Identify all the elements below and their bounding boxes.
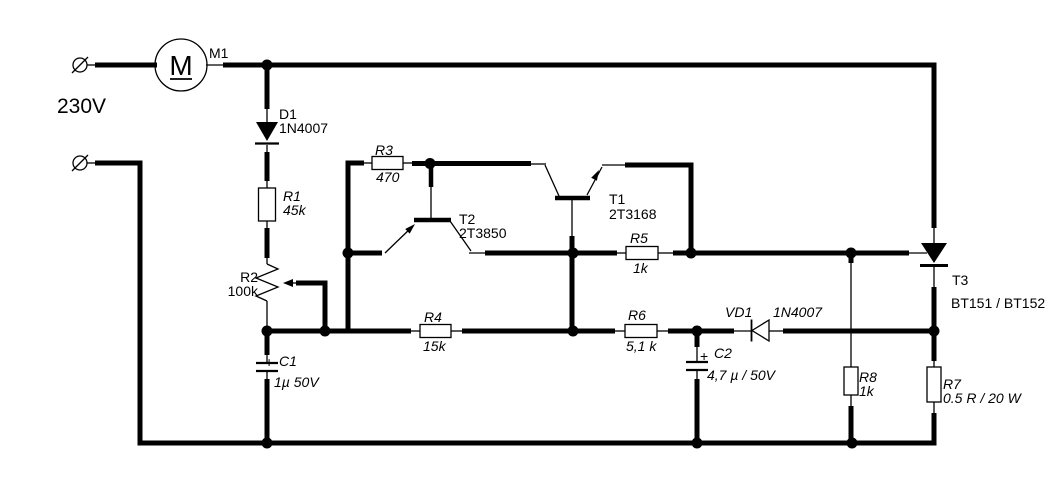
t2-ref-label: T2	[459, 211, 476, 227]
resistor-r5: R5 1k	[625, 230, 659, 276]
motor-m1: M M1	[154, 38, 229, 92]
junction-dot	[261, 59, 273, 71]
resistor-r6: R6 5,1 k	[624, 307, 658, 354]
c1-value-label: 1µ 50V	[274, 374, 320, 390]
c2-polarity-label: +	[700, 348, 708, 364]
resistor-r4: R4 15k	[419, 309, 452, 354]
junction-dot	[846, 437, 858, 449]
terminal-bottom	[71, 154, 99, 172]
wiper-arrow-icon	[283, 279, 293, 287]
r1-value-label: 45k	[283, 202, 307, 218]
diode-d1: D1 1N4007	[255, 63, 328, 154]
junction-dot	[424, 158, 436, 169]
t1-value-label: 2T3168	[609, 206, 657, 222]
junction-dot	[691, 437, 703, 449]
t2-value-label: 2T3850	[459, 225, 507, 241]
transistor-t1: T1 2T3168	[531, 162, 694, 333]
c1-polarity-label: +	[265, 354, 273, 370]
diode-vd1: VD1 1N4007	[725, 304, 823, 343]
t1-emitter-arrow-icon	[591, 170, 599, 181]
junction-dot	[567, 325, 579, 337]
r8-value-label: 1k	[859, 383, 875, 399]
transistor-t2: T2 2T3850	[384, 164, 507, 254]
junction-dot	[261, 325, 273, 337]
r7-ref-label: R7	[943, 376, 962, 392]
vd1-value-label: 1N4007	[773, 304, 823, 320]
r2-ref-label: R2	[240, 269, 258, 285]
junction-dot	[685, 247, 697, 259]
resistor-r7: R7 0.5 R / 20 W	[926, 360, 1023, 414]
resistor-r8: R8 1k	[843, 251, 877, 446]
r2-value-label: 100k	[228, 283, 259, 299]
diode-vd1-symbol	[750, 318, 770, 343]
junction-dot	[319, 325, 331, 337]
r4-value-label: 15k	[423, 338, 447, 354]
t2-emitter-arrow-icon	[405, 224, 415, 234]
t3-value-label: BT151 / BT152	[951, 295, 1045, 311]
potentiometer-r2: R2 100k	[228, 256, 328, 333]
t3-ref-label: T3	[952, 272, 969, 288]
r6-ref-label: R6	[628, 307, 646, 323]
c2-value-label: 4,7 µ / 50V	[707, 367, 777, 383]
terminal-top	[71, 56, 99, 74]
thyristor-t3: T3 BT151 / BT152	[920, 228, 1045, 361]
r5-ref-label: R5	[630, 230, 648, 246]
junction-dot	[567, 247, 579, 259]
junction-dots	[261, 59, 940, 449]
t1-ref-label: T1	[609, 191, 626, 207]
junction-dot	[342, 247, 354, 259]
junction-dot	[691, 325, 703, 337]
d1-value-label: 1N4007	[279, 120, 328, 136]
junction-dot	[261, 437, 273, 449]
c2-ref-label: C2	[714, 345, 732, 361]
motor-ref-label: M1	[209, 45, 229, 61]
diode-d1-symbol	[256, 122, 278, 141]
capacitor-c2: + C2 4,7 µ / 50V	[686, 329, 777, 446]
r6-value-label: 5,1 k	[626, 338, 657, 354]
r7-value-label: 0.5 R / 20 W	[943, 390, 1023, 406]
junction-dot	[928, 325, 940, 337]
resistor-r1: R1 45k	[257, 152, 307, 258]
r8-ref-label: R8	[859, 369, 877, 385]
supply-voltage-label: 230V	[57, 95, 106, 118]
r3-value-label: 470	[376, 169, 400, 185]
r3-ref-label: R3	[375, 142, 393, 158]
r4-ref-label: R4	[424, 309, 442, 325]
thyristor-t3-symbol	[921, 243, 947, 263]
motor-symbol-letter: M	[169, 50, 192, 81]
r5-value-label: 1k	[633, 260, 649, 276]
d1-ref-label: D1	[279, 106, 297, 122]
capacitor-c1: + C1 1µ 50V	[256, 329, 320, 446]
r1-ref-label: R1	[283, 188, 301, 204]
junction-dot	[845, 247, 857, 259]
wire-left-and-bottom-rail	[95, 160, 937, 446]
c1-ref-label: C1	[279, 353, 297, 369]
wire-top-rail	[95, 62, 937, 228]
vd1-ref-label: VD1	[725, 304, 752, 320]
